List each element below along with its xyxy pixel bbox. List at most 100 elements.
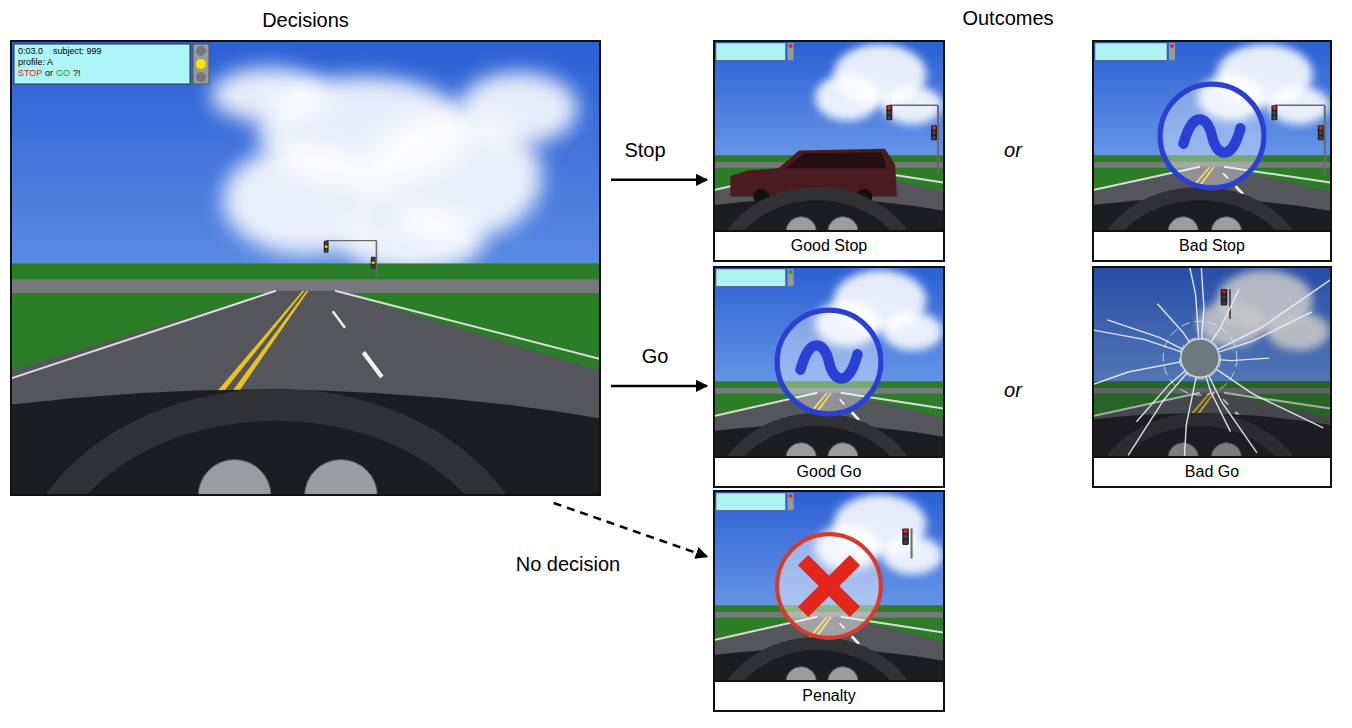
signal-lamp — [372, 261, 375, 264]
cloud — [211, 67, 329, 122]
arrow-label: No decision — [513, 552, 624, 576]
signal-head — [371, 257, 376, 269]
road-scene — [713, 490, 945, 682]
alternative-word: or — [1004, 378, 1022, 402]
steering-wheel — [720, 420, 915, 458]
signal-lamp — [903, 540, 907, 544]
road-edge — [335, 291, 601, 405]
glass-ring — [1163, 321, 1237, 395]
outcome-caption: Bad Go — [1094, 456, 1330, 486]
signal-head — [902, 528, 909, 545]
car-window — [785, 152, 886, 168]
column-heading: Outcomes — [962, 6, 1053, 30]
outcome-panel: Penalty — [713, 490, 945, 712]
arrow-label: Stop — [621, 138, 668, 162]
hud-text: or — [45, 68, 53, 79]
signal-pole — [376, 241, 378, 277]
neutral-ring — [777, 310, 881, 414]
sky — [10, 40, 601, 496]
hud-text: GO — [56, 68, 70, 79]
steering-wheel — [28, 405, 524, 496]
signal-lamp — [932, 126, 936, 130]
outcome-panel: Bad Stop — [1092, 40, 1332, 262]
road-scene — [10, 40, 601, 496]
hud-lamp — [196, 72, 206, 82]
hud-text: 0:03.0 — [18, 46, 43, 57]
shattered-tint — [1092, 266, 1332, 458]
outcome-panel: Good Stop — [713, 40, 945, 262]
sky — [1092, 266, 1332, 458]
signal-lamp — [887, 111, 891, 115]
hud-text: profile: A — [18, 57, 53, 68]
impact-point — [1181, 339, 1219, 377]
panel-heading: Decisions — [12, 7, 599, 33]
cloud — [882, 86, 942, 124]
signal-lamp — [903, 535, 907, 539]
hud-lamp — [196, 59, 206, 69]
outcome-caption: Penalty — [715, 680, 943, 710]
signal-lamp — [932, 136, 936, 140]
decision-arrow — [611, 179, 707, 182]
lane-dash — [363, 352, 381, 377]
tilde-symbol — [1183, 119, 1240, 152]
signal-pole — [911, 528, 913, 558]
hud-lamp — [789, 44, 793, 48]
alternative-word: or — [1004, 138, 1022, 162]
cloud — [882, 312, 942, 350]
hud-text: subject: 999 — [53, 46, 102, 57]
hud-lamp — [1170, 44, 1174, 48]
penalty-cross — [803, 560, 855, 612]
outcome-caption: Bad Stop — [1094, 230, 1330, 260]
glass-crack — [1200, 358, 1323, 428]
outcome-caption: Good Go — [715, 456, 943, 486]
steering-wheel — [720, 194, 915, 232]
signal-lamp — [903, 529, 907, 533]
neutral-ring — [1160, 84, 1264, 188]
signal-lamp — [1319, 131, 1323, 135]
hud-panel — [716, 493, 786, 510]
hud-panel — [716, 43, 786, 60]
tilde-symbol — [800, 345, 857, 378]
signal-lamp — [325, 241, 328, 244]
decision-arrow — [611, 385, 707, 388]
road-scene — [1092, 40, 1332, 232]
glass-crack — [1200, 280, 1330, 358]
road-scene — [713, 40, 945, 232]
hud-lamp — [789, 494, 793, 498]
hud-panel — [716, 269, 786, 286]
signal-lamp — [1273, 111, 1277, 115]
steering-wheel — [1099, 194, 1301, 232]
glass-ring — [1179, 337, 1220, 378]
signal-lamp — [887, 116, 891, 120]
signal-pole — [1324, 105, 1326, 174]
signal-lamp — [372, 257, 375, 260]
hud-text: STOP — [18, 68, 42, 79]
signal-head — [931, 125, 937, 140]
hud-lamp — [789, 270, 793, 274]
penalty-ring — [777, 534, 881, 638]
signal-lamp — [932, 131, 936, 135]
signal-head — [1271, 105, 1277, 120]
signal-lamp — [372, 265, 375, 268]
scene-panel: Decisions — [10, 40, 601, 496]
hud-light — [788, 269, 794, 286]
outcome-caption: Good Stop — [715, 230, 943, 260]
signal-lamp — [325, 249, 328, 252]
signal-arm — [326, 240, 376, 241]
signal-head — [1318, 125, 1324, 140]
decision-arrow — [554, 503, 707, 557]
steering-wheel — [720, 644, 915, 682]
signal-lamp — [1319, 126, 1323, 130]
hud-light — [1169, 43, 1175, 60]
hud-light — [788, 43, 794, 60]
signal-lamp — [1273, 106, 1277, 110]
signal-pole — [937, 105, 939, 174]
gauge — [304, 460, 377, 496]
hud-light — [788, 493, 794, 510]
signal-lamp — [1319, 136, 1323, 140]
hud-light — [193, 44, 209, 84]
hud-panel — [14, 44, 190, 84]
signal-arm — [1274, 104, 1324, 106]
